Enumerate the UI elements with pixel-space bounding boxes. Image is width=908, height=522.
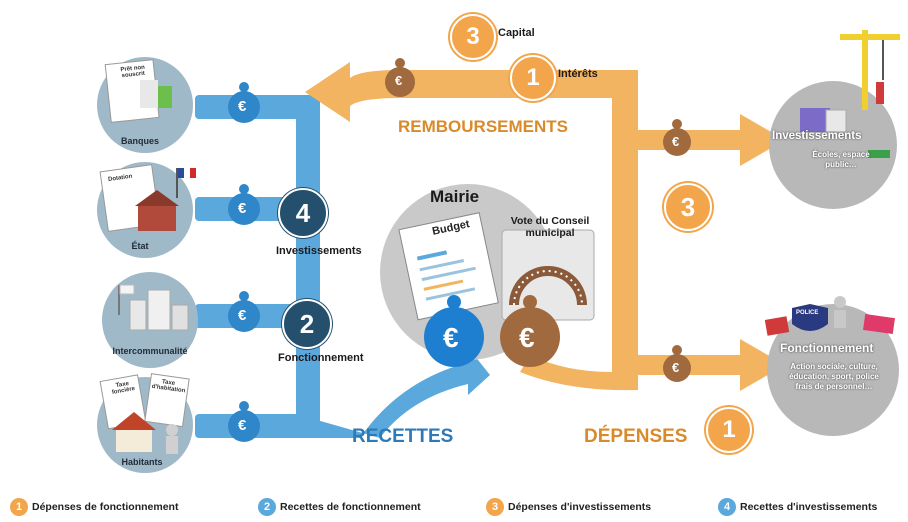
badge-invest-recettes: 4 bbox=[278, 188, 328, 238]
label-mairie: Mairie bbox=[430, 187, 480, 206]
investissements-illustration bbox=[800, 30, 900, 158]
label-recettes: RECETTES bbox=[352, 426, 454, 447]
badge-depenses: 1 bbox=[706, 407, 752, 453]
label-habitants: Habitants bbox=[121, 457, 163, 467]
label-police-sign: POLICE bbox=[796, 310, 819, 316]
euro-icon: € bbox=[519, 322, 535, 353]
budget-document bbox=[398, 212, 499, 321]
badge-invest-depenses: 3 bbox=[664, 183, 712, 231]
label-fonctionnement-desc: Action sociale, culture, éducation, spor… bbox=[789, 362, 879, 391]
legend-item-2: 2 Recettes de fonctionnement bbox=[258, 497, 421, 517]
badge-interets: 1 bbox=[510, 55, 556, 101]
label-intercommunalite: Intercommunalité bbox=[112, 346, 188, 356]
legend-item-3: 3 Dépenses d'investissements bbox=[486, 497, 651, 517]
euro-icon: € bbox=[238, 200, 247, 217]
euro-icon: € bbox=[238, 98, 247, 115]
legend-label: Dépenses de fonctionnement bbox=[32, 501, 179, 513]
fonctionnement-illustration bbox=[764, 296, 895, 336]
legend-item-1: 1 Dépenses de fonctionnement bbox=[10, 497, 178, 517]
intercommunalite-illustration bbox=[102, 272, 198, 368]
legend-dot: 3 bbox=[486, 498, 504, 516]
badge-fonct-recettes: 2 bbox=[282, 299, 332, 349]
legend-label: Dépenses d'investissements bbox=[508, 501, 652, 513]
habitants-illustration bbox=[97, 373, 193, 473]
euro-icon: € bbox=[443, 322, 459, 353]
euro-icon: € bbox=[672, 360, 680, 375]
euro-icon: € bbox=[672, 134, 680, 149]
label-interets: Intérêts bbox=[558, 68, 598, 80]
legend-dot: 4 bbox=[718, 498, 736, 516]
label-etat: État bbox=[131, 241, 149, 251]
legend-item-4: 4 Recettes d'investissements bbox=[718, 497, 877, 517]
euro-icon: € bbox=[238, 307, 247, 324]
label-fonctionnement-title: Fonctionnement bbox=[780, 341, 874, 355]
euro-icon: € bbox=[395, 73, 403, 88]
coin-bags bbox=[228, 58, 691, 442]
label-remboursements: REMBOURSEMENTS bbox=[398, 117, 569, 136]
legend-dot: 1 bbox=[10, 498, 28, 516]
euro-icon: € bbox=[238, 417, 247, 434]
legend-label: Recettes de fonctionnement bbox=[280, 501, 421, 513]
label-vote: Vote du Conseil municipal bbox=[510, 215, 590, 239]
label-fonctionnement-recettes: Fonctionnement bbox=[278, 352, 364, 364]
label-investissements-title: Investissements bbox=[772, 130, 862, 142]
label-depenses: DÉPENSES bbox=[584, 426, 688, 447]
label-investissements-recettes: Investissements bbox=[276, 245, 362, 257]
label-banques: Banques bbox=[120, 136, 159, 146]
label-capital: Capital bbox=[498, 27, 535, 39]
banques-illustration bbox=[97, 57, 193, 153]
label-investissements-desc: Écoles, espace public… bbox=[812, 150, 870, 169]
legend-dot: 2 bbox=[258, 498, 276, 516]
fonctionnement-circle bbox=[767, 304, 899, 436]
legend-label: Recettes d'investissements bbox=[740, 501, 878, 513]
etat-illustration bbox=[97, 162, 196, 258]
badge-capital: 3 bbox=[450, 14, 496, 60]
